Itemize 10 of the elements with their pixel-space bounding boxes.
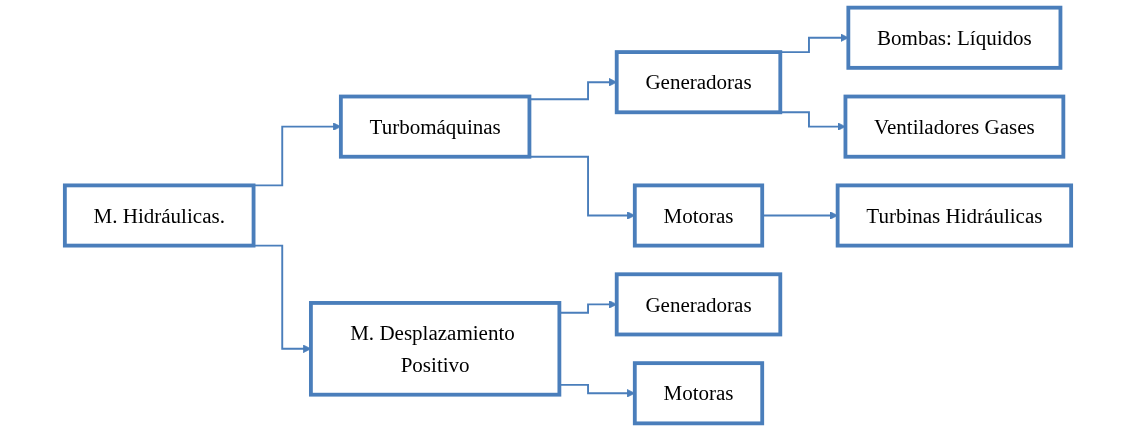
node-box: Motoras: [632, 183, 765, 248]
node-box: M. Desplazamiento Positivo: [309, 301, 562, 397]
node-box: Turbomáquinas: [338, 94, 532, 159]
node-box: Generadoras: [614, 272, 783, 337]
node-box: Bombas: Líquidos: [846, 5, 1063, 70]
node-box: Ventiladores Gases: [843, 94, 1066, 159]
node-box: Motoras: [632, 361, 765, 426]
node-box: M. Hidráulicas.: [62, 183, 256, 248]
node-box: Generadoras: [614, 50, 783, 115]
node-box: Turbinas Hidráulicas: [835, 183, 1074, 248]
